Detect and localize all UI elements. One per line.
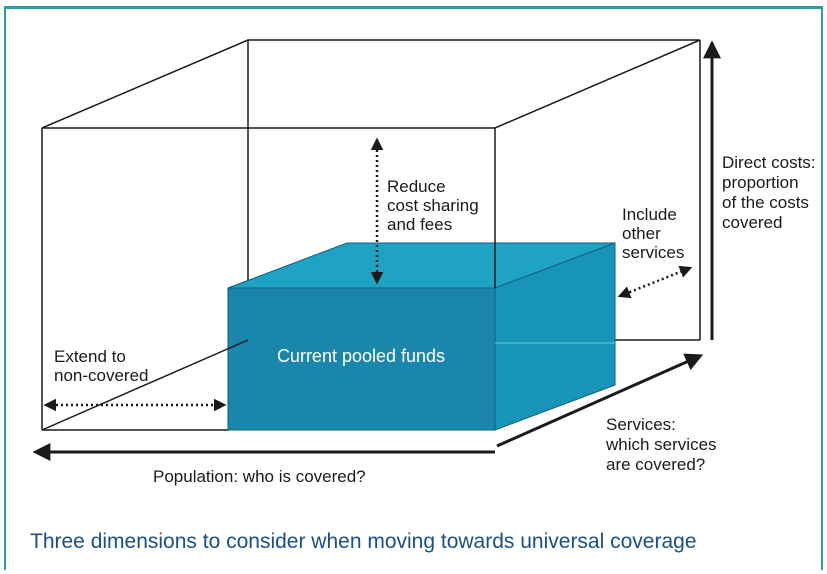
direct-costs-label: Direct costs: proportion of the costs co… xyxy=(722,153,820,232)
diagram-frame xyxy=(4,6,823,570)
services-axis-arrow xyxy=(496,353,704,448)
box-front-face xyxy=(227,287,496,431)
include-other-services-arrow xyxy=(617,265,693,299)
reduce-cost-sharing-label: Reduce cost sharing and fees xyxy=(387,177,483,234)
services-label: Services: which services are covered? xyxy=(605,415,721,474)
outer-cube-front-edges xyxy=(41,39,701,431)
figure-caption: Three dimensions to consider when moving… xyxy=(30,530,697,553)
current-pooled-funds-box: Current pooled funds xyxy=(227,242,616,431)
extend-to-non-covered-label: Extend to non-covered xyxy=(54,347,149,385)
include-other-services-label: Include other services xyxy=(622,205,684,262)
box-label: Current pooled funds xyxy=(277,346,445,366)
population-label: Population: who is covered? xyxy=(153,467,366,486)
